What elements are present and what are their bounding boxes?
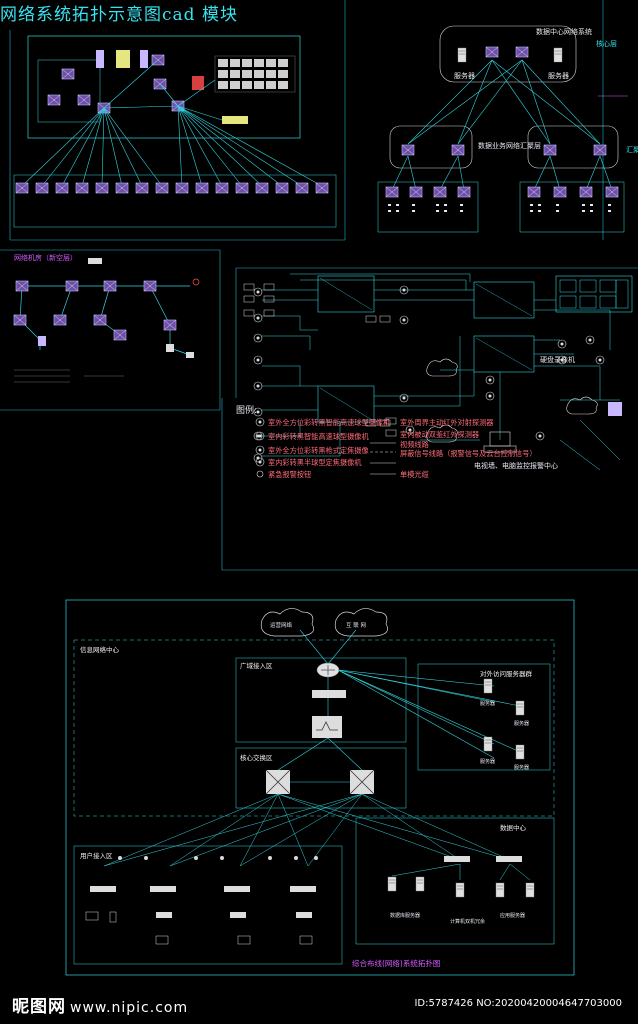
data-center-title: 数据中心 xyxy=(500,824,526,832)
watermark-brand-name: 昵图网 xyxy=(12,997,66,1017)
core-zone-title: 核心交换区 xyxy=(240,754,273,762)
server-room-title: 网络机房（新空层） xyxy=(14,254,77,262)
legend-item-5: 紧急报警按钮 xyxy=(268,470,312,479)
db-server-label: 数据库服务器 xyxy=(390,913,421,919)
ext-server-label-3: 服务器 xyxy=(514,721,530,727)
legend-item-right-3: 视频线路 xyxy=(400,440,429,449)
legend-item-2: 室内彩转黑智能高速球型摄像机 xyxy=(268,432,369,441)
wan-zone-title: 广域接入区 xyxy=(240,662,273,670)
legend-item-right-2: 室内被动双鉴红外探测器 xyxy=(400,430,480,439)
legend-item-right-5: 单模光缆 xyxy=(400,470,429,479)
bottom-caption: 综合布线(网络)系统拓扑图 xyxy=(352,959,441,968)
middle-right-cctv-diagram xyxy=(221,267,638,571)
watermark-id: ID:5787426 NO:20200420004647703000 xyxy=(414,998,622,1009)
compute-server-label: 计算机双机冗余 xyxy=(450,919,486,925)
external-servers-title: 对外访问服务器群 xyxy=(480,670,532,678)
legend-item-3: 室外全方位彩转黑枪式定焦摄像 xyxy=(268,446,369,455)
app-server-label: 应用服务器 xyxy=(500,913,526,919)
legend-item-right-1: 室外周界主动红外对射探测器 xyxy=(400,418,494,427)
side-label: 汇聚层 xyxy=(626,146,638,154)
monitor-center-label: 电视墙、电脑监控报警中心 xyxy=(474,462,558,470)
middle-left-network xyxy=(0,249,221,411)
ext-server-label-2: 服务器 xyxy=(480,759,496,765)
top-right-core-network xyxy=(377,0,628,240)
top-right-header: 数据中心网络系统 xyxy=(536,28,592,36)
legend-item-1: 室外全方位彩转黑智能高速球型摄像机 xyxy=(268,418,391,427)
ext-server-label-1: 服务器 xyxy=(480,701,496,707)
page-title: 网络系统拓扑示意图cad 模块 xyxy=(0,5,238,25)
cloud-left-label: 运营网络 xyxy=(270,623,293,629)
watermark-bar xyxy=(0,984,638,1024)
top-left-network-diagram xyxy=(9,0,346,241)
watermark-url: www.nipic.com xyxy=(70,1000,189,1016)
info-center-title: 信息网络中心 xyxy=(80,646,119,654)
server-left-label: 服务器 xyxy=(454,72,475,80)
server-right-label: 服务器 xyxy=(548,72,569,80)
bottom-cabling-topology xyxy=(65,599,575,976)
ext-server-label-4: 服务器 xyxy=(514,765,530,771)
legend-item-4: 室内彩转黑半球型定焦摄像机 xyxy=(268,458,362,467)
user-zone-title: 用户接入区 xyxy=(80,852,113,860)
core-layer-label: 核心层 xyxy=(596,40,617,48)
aggregation-label: 数据业务网络汇聚层 xyxy=(478,142,541,150)
legend-title: 图例: xyxy=(236,406,258,416)
cloud-right-label: 互 联 网 xyxy=(346,623,366,629)
dvr-label: 硬盘录像机 xyxy=(540,356,575,364)
legend-item-right-4: 屏蔽信号线路（报警信号及云台控制信号） xyxy=(400,449,537,458)
